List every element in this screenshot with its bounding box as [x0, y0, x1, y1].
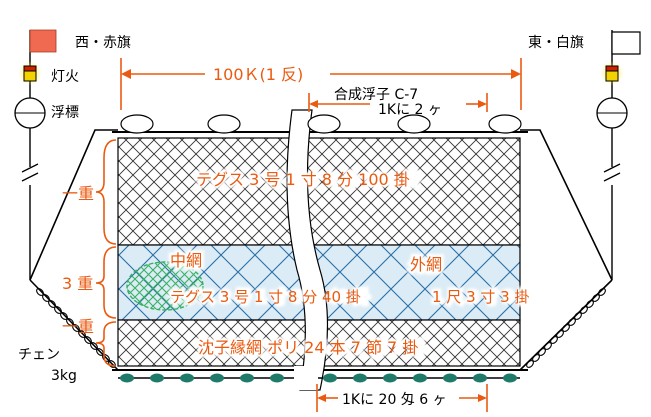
- top-net-spec-halo: テグス 3 号 1 寸 8 分 100 掛: [196, 170, 419, 189]
- sinker-icon: [270, 373, 284, 383]
- light-label: 灯火: [51, 69, 79, 85]
- chain-icon: [526, 288, 606, 368]
- sinker-icon: [383, 373, 397, 383]
- chain-label: チェン: [18, 347, 60, 363]
- flag-west-label: 西・赤旗: [75, 35, 131, 51]
- west-buoy-line: [14, 29, 57, 280]
- sinker-icon: [210, 373, 224, 383]
- white-flag-icon: [611, 31, 641, 55]
- break-gap: [286, 109, 329, 391]
- bottom-net-spec-label: 沈子縁網 ポリ 24 本 7 節 7 掛: [198, 338, 418, 357]
- inner-net-halo: 中網: [170, 251, 202, 270]
- sinker-icon: [413, 373, 427, 383]
- lamp-icon: [600, 61, 624, 85]
- chain-weight-label: 3kg: [51, 368, 77, 384]
- bottom-layer-count-label: 一重: [62, 317, 94, 336]
- sinker-icon: [120, 373, 134, 383]
- bottom-net-spec-halo: 沈子縁網 ポリ 24 本 7 節 7 掛: [198, 338, 426, 357]
- outer-net-label: 外網: [410, 255, 442, 274]
- sinker-icon: [150, 373, 164, 383]
- float-icon: [207, 114, 241, 134]
- total-length-label: 100Ｋ(1 反): [213, 65, 303, 84]
- sinker-icon: [323, 373, 337, 383]
- east-buoy-line: [596, 30, 641, 280]
- float-row: [120, 114, 522, 134]
- sinker-icon: [240, 373, 254, 383]
- red-flag-icon: [29, 29, 57, 53]
- middle-net-spec-label: テグス 3 号 1 寸 8 分 40 掛: [170, 288, 361, 306]
- sinker-icon: [353, 373, 367, 383]
- outer-mesh-halo: 1 尺 3 寸 3 掛: [432, 288, 534, 306]
- dimension-lines: [95, 58, 522, 412]
- buoy-label: 浮標: [51, 105, 79, 121]
- float-spacing-label: 1Kに 2 ヶ: [378, 102, 442, 118]
- chain-icon: [36, 288, 116, 368]
- flag-east-label: 東・白旗: [528, 35, 584, 51]
- inner-net-label: 中網: [170, 251, 202, 270]
- sinker-row: [118, 373, 520, 383]
- inner-net-patch: [126, 261, 204, 311]
- float-icon: [307, 114, 341, 134]
- middle-layer-count-label: 3 重: [62, 274, 93, 293]
- float-icon: [120, 114, 154, 134]
- sinker-icon: [443, 373, 457, 383]
- float-icon: [397, 114, 431, 134]
- float-type-label: 合成浮子 C-7: [334, 87, 418, 103]
- lamp-icon: [18, 61, 42, 85]
- top-net-spec-label: テグス 3 号 1 寸 8 分 100 掛: [196, 170, 410, 189]
- top-layer-count-label: 一重: [62, 184, 94, 203]
- middle-net-spec-halo: テグス 3 号 1 寸 8 分 40 掛: [170, 288, 369, 306]
- sinker-icon: [473, 373, 487, 383]
- sinker-spacing-label: 1Kに 20 匁 6 ヶ: [342, 391, 447, 408]
- float-icon: [488, 114, 522, 134]
- sinker-icon: [503, 373, 517, 383]
- sinker-icon: [180, 373, 194, 383]
- outer-mesh-label: 1 尺 3 寸 3 掛: [432, 288, 529, 306]
- outer-net-halo: 外網: [409, 255, 442, 274]
- top-net-panel: [117, 137, 521, 246]
